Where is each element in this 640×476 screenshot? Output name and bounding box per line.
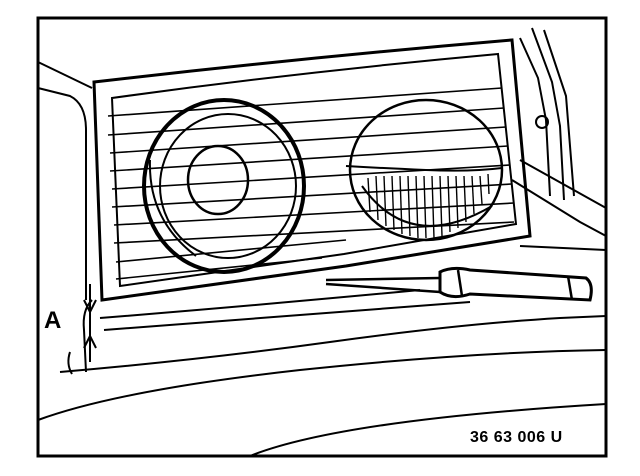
figure-reference-code: 36 63 006 U [470, 429, 563, 446]
right-lamp-hatching [367, 173, 490, 239]
figure-frame [36, 16, 608, 458]
left-lamp [142, 98, 306, 274]
right-lamp [345, 98, 504, 242]
screwdriver [325, 266, 593, 302]
dimension-label: A [44, 307, 62, 334]
side-trim [519, 27, 575, 201]
headlight-housing [92, 38, 532, 302]
dimension-a-marker [67, 284, 97, 375]
vehicle-body-outline [37, 61, 607, 457]
lens-ribs [107, 87, 515, 280]
